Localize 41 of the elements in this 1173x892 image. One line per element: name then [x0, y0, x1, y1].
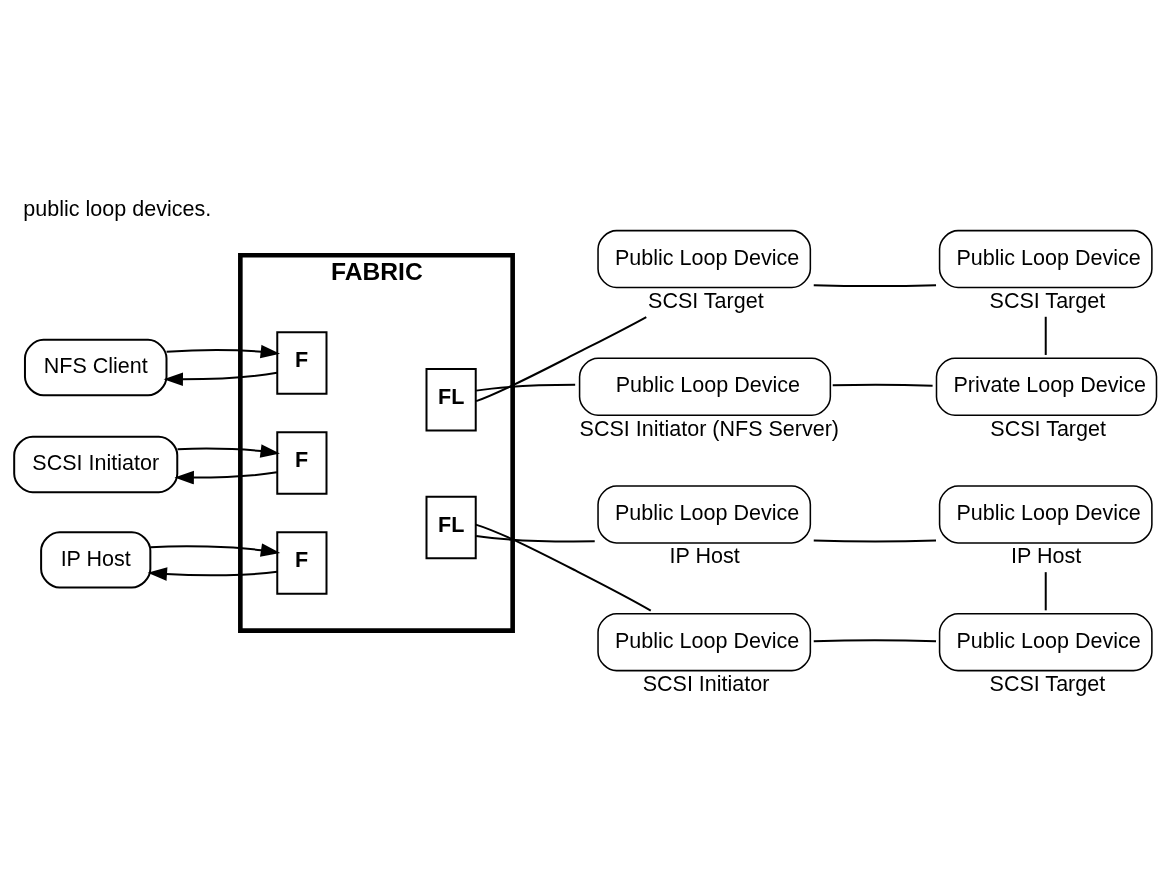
node-box: Public Loop Device [597, 612, 812, 672]
arrow [176, 444, 280, 458]
node-box: F [276, 331, 328, 395]
connector [812, 284, 938, 287]
connector [812, 639, 938, 643]
node-box: Public Loop Device [938, 612, 1153, 672]
node-label: SCSI Initiator (NFS Server) [579, 416, 840, 441]
node-box: Private Loop Device [935, 357, 1158, 416]
connector [1044, 315, 1047, 356]
connector [812, 539, 938, 543]
node-box: Public Loop Device [597, 485, 812, 544]
connector [475, 316, 648, 403]
node-box: FL [425, 495, 477, 560]
node-label: SCSI Target [990, 416, 1106, 441]
connector [475, 383, 577, 392]
arrow [174, 470, 278, 485]
node-label: SCSI Target [989, 671, 1106, 696]
node-label: SCSI Target [648, 288, 764, 313]
node-box: FL [425, 368, 477, 432]
arrow [147, 567, 279, 581]
node-label: SCSI Target [989, 288, 1106, 313]
connector [475, 535, 596, 543]
node-box: F [276, 431, 328, 495]
node-label: IP Host [669, 544, 740, 569]
arrow [163, 371, 278, 387]
node-label: IP Host [1011, 544, 1082, 569]
arrow [149, 543, 281, 557]
connector [831, 383, 934, 387]
arrow [165, 344, 280, 359]
connector [474, 523, 652, 612]
node-box: Public Loop Device [597, 229, 812, 289]
node-box: NFS Client [23, 338, 168, 397]
node-box: Public Loop Device [938, 485, 1153, 544]
node-box: Public Loop Device [578, 357, 832, 416]
node-label: SCSI Initiator [642, 671, 770, 696]
node-box: Public Loop Device [938, 229, 1153, 289]
caption: public loop devices. [23, 196, 212, 221]
node-box: F [276, 531, 328, 595]
node-box: IP Host [40, 531, 152, 589]
connector [1044, 571, 1047, 612]
node-box: SCSI Initiator [13, 435, 179, 494]
